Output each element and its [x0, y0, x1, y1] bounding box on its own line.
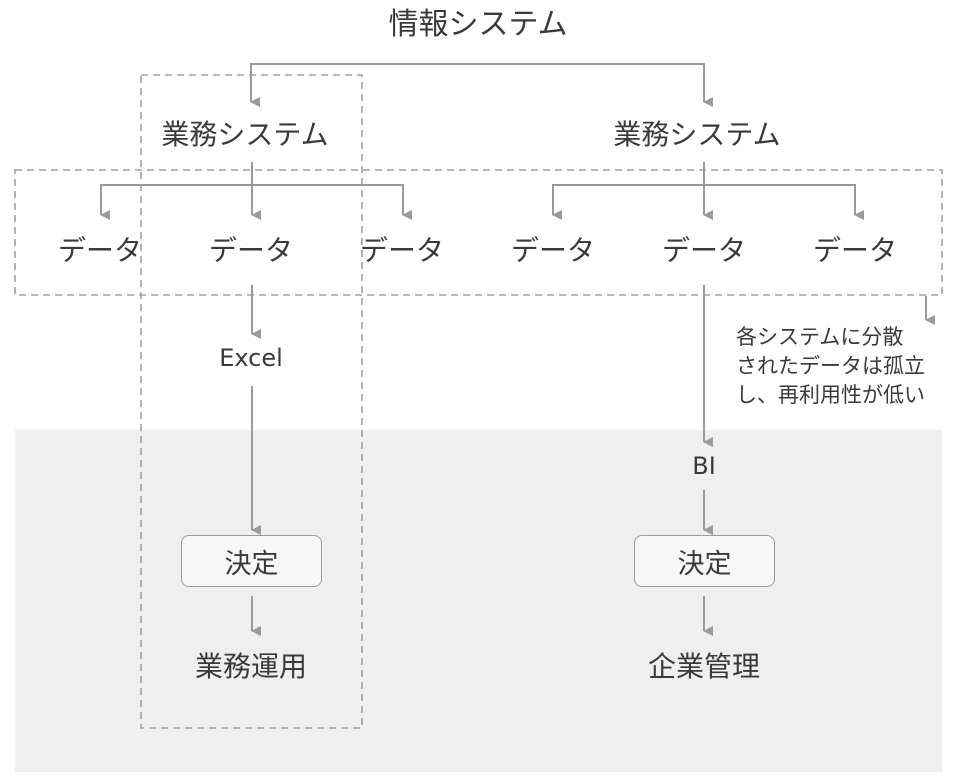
- left-decision-label: 決定: [224, 548, 279, 580]
- data-6: データ: [812, 234, 898, 267]
- left-outcome: 業務運用: [194, 650, 308, 683]
- system-left: 業務システム: [161, 118, 329, 151]
- isolation-note: 各システムに分散 されたデータは孤立 し、再利用性が低い: [736, 323, 925, 410]
- bi-label: BI: [692, 452, 716, 480]
- decision-zone-background: [15, 430, 942, 772]
- excel-label: Excel: [219, 344, 283, 372]
- data-4: データ: [510, 234, 596, 267]
- right-decision-box: 決定: [634, 535, 775, 587]
- note-line-2: されたデータは孤立: [736, 354, 925, 378]
- left-decision-box: 決定: [181, 535, 322, 587]
- root-title: 情報システム: [388, 7, 568, 42]
- left-system-branch: [100, 184, 412, 220]
- system-right: 業務システム: [613, 118, 781, 151]
- right-outcome: 企業管理: [647, 650, 761, 683]
- data-3: データ: [359, 234, 445, 267]
- root-connector: [250, 63, 713, 107]
- note-line-1: 各システムに分散: [736, 325, 904, 349]
- note-line-3: し、再利用性が低い: [736, 383, 925, 407]
- right-decision-label: 決定: [677, 548, 732, 580]
- right-system-branch: [552, 184, 864, 220]
- data-5: データ: [661, 234, 747, 267]
- data-row-dashed-box: [14, 169, 943, 296]
- data-2: データ: [208, 234, 294, 267]
- data-1: データ: [57, 234, 143, 267]
